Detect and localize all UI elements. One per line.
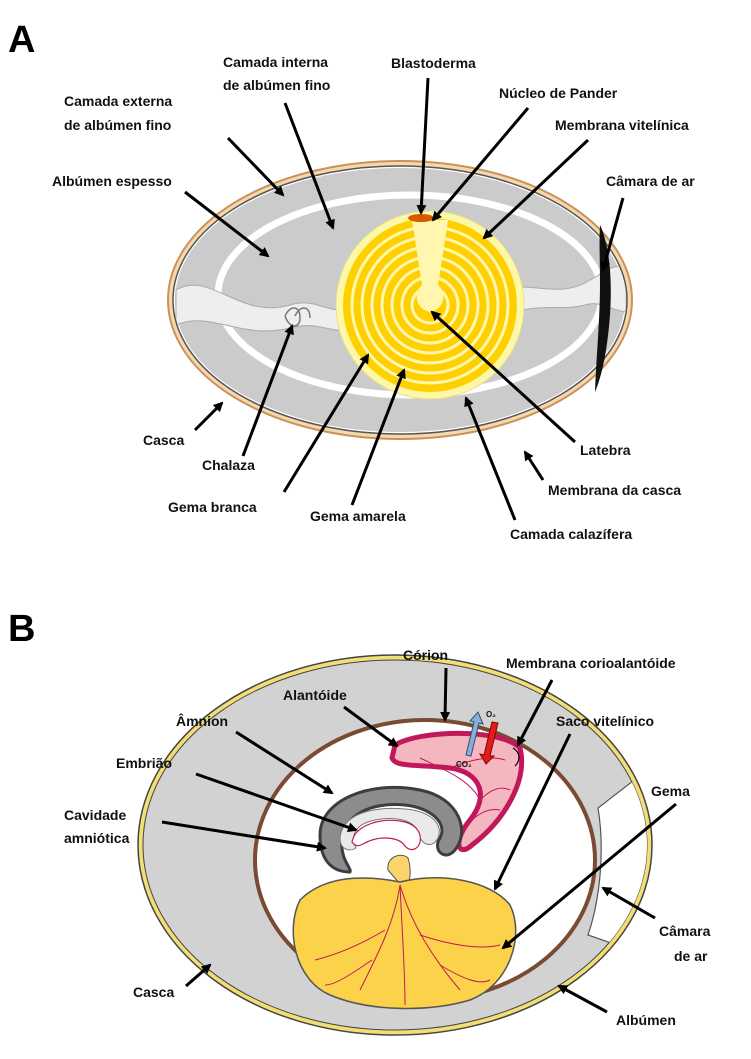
- label-embriao: Embrião: [116, 755, 172, 771]
- label-albumen: Albúmen: [616, 1012, 676, 1028]
- label-casca-a: Casca: [143, 432, 184, 448]
- label-camada-interna-1: Camada interna: [223, 54, 328, 70]
- label-o2: O₂: [486, 710, 496, 719]
- label-latebra: Latebra: [580, 442, 631, 458]
- label-co2: CO₂: [456, 760, 472, 769]
- label-gema: Gema: [651, 783, 690, 799]
- label-nucleo-pander: Núcleo de Pander: [499, 85, 618, 101]
- label-cavidade-2: amniótica: [64, 830, 130, 846]
- label-chalaza: Chalaza: [202, 457, 255, 473]
- label-camara-de-ar-a: Câmara de ar: [606, 173, 695, 189]
- label-membrana-casca: Membrana da casca: [548, 482, 681, 498]
- label-camara-1: Câmara: [659, 923, 711, 939]
- label-camada-externa-2: de albúmen fino: [64, 117, 171, 133]
- label-amnion: Âmnion: [176, 712, 228, 729]
- label-camada-externa-1: Camada externa: [64, 93, 172, 109]
- label-saco-vitelinico: Saco vitelínico: [556, 713, 654, 729]
- label-camada-calazifera: Camada calazífera: [510, 526, 632, 542]
- label-cavidade-1: Cavidade: [64, 807, 126, 823]
- label-blastoderma: Blastoderma: [391, 55, 476, 71]
- egg-a-blastoderm: [408, 214, 434, 222]
- panel-b: B: [8, 608, 711, 1035]
- label-gema-branca: Gema branca: [168, 499, 257, 515]
- label-camara-2: de ar: [674, 948, 708, 964]
- panel-a-letter: A: [8, 19, 35, 61]
- panel-a: A: [8, 19, 695, 542]
- label-albumen-espesso: Albúmen espesso: [52, 173, 172, 189]
- label-camada-interna-2: de albúmen fino: [223, 77, 330, 93]
- label-membrana-vitelinica: Membrana vitelínica: [555, 117, 689, 133]
- label-gema-amarela: Gema amarela: [310, 508, 406, 524]
- label-casca-b: Casca: [133, 984, 174, 1000]
- panel-b-letter: B: [8, 608, 35, 650]
- label-alantoide: Alantóide: [283, 687, 347, 703]
- label-corion: Córion: [403, 647, 448, 663]
- label-membrana-corioalantoide: Membrana corioalantóide: [506, 655, 676, 671]
